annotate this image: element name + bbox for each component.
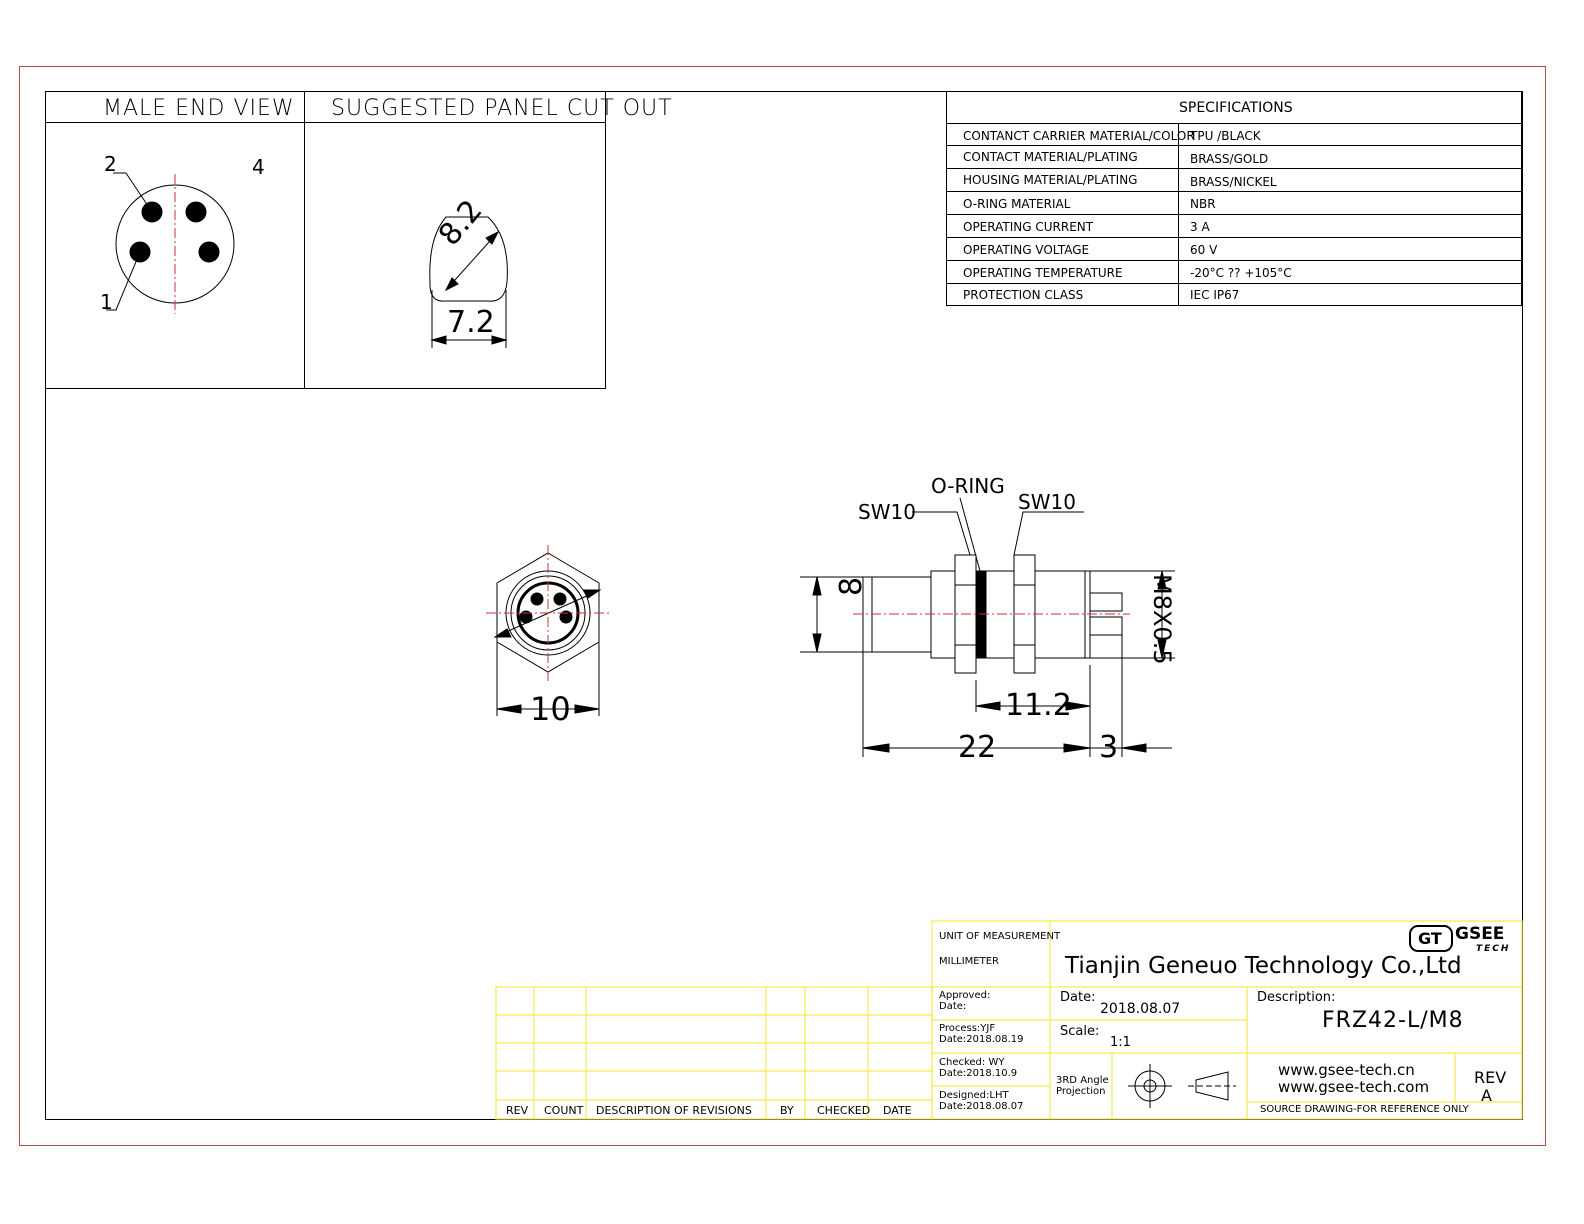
rev-header-rev: REV <box>506 1104 529 1117</box>
rev-header-by: BY <box>780 1104 794 1117</box>
drawing-outer-border <box>19 66 1546 1146</box>
title-block-grid <box>495 920 1523 1120</box>
logo-word: GSEE <box>1455 924 1505 944</box>
unit-of-measurement-value: MILLIMETER <box>939 956 999 967</box>
spec-row: CONTACT MATERIAL/PLATING BRASS/GOLD <box>947 145 1521 169</box>
description-value: FRZ42-L/M8 <box>1322 1008 1464 1033</box>
sw10-right-leader <box>1013 511 1084 556</box>
rev-header-checked: CHECKED <box>817 1104 871 1117</box>
date-value: 2018.08.07 <box>1100 1001 1181 1017</box>
rev-header-description: DESCRIPTION OF REVISIONS <box>596 1104 752 1117</box>
spec-row: OPERATING VOLTAGE 60 V <box>947 237 1521 261</box>
pin-label-4: 4 <box>252 155 265 179</box>
logo-badge-text: GT <box>1418 929 1442 948</box>
specifications-title: SPECIFICATIONS <box>1179 100 1293 116</box>
spec-row: CONTANCT CARRIER MATERIAL/COLOR TPU /BLA… <box>947 123 1521 146</box>
view-title-divider <box>45 91 606 123</box>
scale-value: 1:1 <box>1110 1035 1131 1050</box>
company-name: Tianjin Geneuo Technology Co.,Ltd <box>1065 953 1462 979</box>
spec-value: TPU /BLACK <box>1190 129 1261 143</box>
scale-label: Scale: <box>1060 1024 1100 1039</box>
description-label: Description: <box>1257 990 1336 1005</box>
pin-label-1: 1 <box>100 290 113 314</box>
sw10-left-leader <box>912 511 971 556</box>
specifications-table: SPECIFICATIONS CONTANCT CARRIER MATERIAL… <box>946 91 1522 306</box>
designed-date: Date:2018.08.07 <box>939 1101 1024 1112</box>
dim-22-label: 22 <box>958 730 997 765</box>
spec-label: HOUSING MATERIAL/PLATING <box>963 173 1138 187</box>
approved-date-label: Date: <box>939 1001 967 1012</box>
side-pin-upper <box>1089 592 1123 612</box>
side-rear-body <box>1034 570 1091 659</box>
side-pin-lower <box>1089 616 1123 636</box>
designed-label: Designed:LHT <box>939 1090 1009 1101</box>
projection-label-1: 3RD Angle <box>1056 1075 1109 1086</box>
rev-label: REV <box>1474 1068 1507 1087</box>
logo-sub: TECH <box>1476 944 1511 954</box>
spec-value: 60 V <box>1190 243 1218 257</box>
third-angle-projection-symbol <box>1128 1064 1236 1108</box>
pin-label-2: 2 <box>104 152 117 176</box>
top-rule <box>45 91 947 92</box>
pin-4-contact <box>185 201 207 223</box>
spec-row: O-RING MATERIAL NBR <box>947 191 1521 215</box>
spec-row: OPERATING CURRENT 3 A <box>947 214 1521 238</box>
hex-width-label: 10 <box>530 690 571 728</box>
o-ring-label: O-RING <box>931 474 1005 498</box>
spec-value: BRASS/GOLD <box>1190 152 1269 166</box>
spec-label: OPERATING TEMPERATURE <box>963 266 1123 280</box>
source-drawing-note: SOURCE DRAWING-FOR REFERENCE ONLY <box>1260 1104 1469 1115</box>
projection-label-2: Projection <box>1056 1086 1106 1097</box>
spec-value: BRASS/NICKEL <box>1190 175 1277 189</box>
dim-11-2-label: 11.2 <box>1005 688 1072 723</box>
spec-label: OPERATING CURRENT <box>963 220 1094 234</box>
approved-label: Approved: <box>939 990 991 1001</box>
process-date: Date:2018.08.19 <box>939 1034 1024 1045</box>
pin-1-leader <box>106 251 141 311</box>
spec-label: OPERATING VOLTAGE <box>963 243 1090 257</box>
spec-value: 3 A <box>1190 220 1210 234</box>
spec-label: O-RING MATERIAL <box>963 197 1071 211</box>
spec-row: HOUSING MATERIAL/PLATING BRASS/NICKEL <box>947 168 1521 192</box>
pin-2-leader <box>113 172 153 213</box>
spec-label: CONTACT MATERIAL/PLATING <box>963 150 1138 164</box>
date-label: Date: <box>1060 990 1096 1005</box>
spec-label: CONTANCT CARRIER MATERIAL/COLOR <box>963 129 1195 143</box>
rev-header-date: DATE <box>883 1104 912 1117</box>
sw10-left-label: SW10 <box>858 500 916 524</box>
spec-row: PROTECTION CLASS IEC IP67 <box>947 283 1521 306</box>
checked-label: Checked: WY <box>939 1057 1005 1068</box>
o-ring-leader <box>959 497 981 572</box>
website-url-com: www.gsee-tech.com <box>1278 1078 1430 1096</box>
spec-value: -20°C ?? +105°C <box>1190 266 1292 280</box>
rev-header-count: COUNT <box>544 1104 584 1117</box>
cutout-profile <box>429 216 508 302</box>
spec-value: NBR <box>1190 197 1216 211</box>
male-end-view-title: MALE END VIEW <box>103 96 295 121</box>
dim-thread-label: M8X0.5 <box>1148 574 1176 665</box>
rev-value: A <box>1481 1086 1492 1105</box>
panel-cut-out-title: SUGGESTED PANEL CUT OUT <box>331 96 673 121</box>
dim-diameter-8-label: 8 <box>834 576 869 596</box>
website-url-cn: www.gsee-tech.cn <box>1278 1061 1415 1079</box>
checked-date: Date:2018.10.9 <box>939 1068 1018 1079</box>
pin-3-contact <box>198 241 220 263</box>
sw10-right-label: SW10 <box>1018 490 1076 514</box>
unit-of-measurement-label: UNIT OF MEASUREMENT <box>939 931 1061 942</box>
process-label: Process:YJF <box>939 1023 996 1034</box>
spec-value: IEC IP67 <box>1190 288 1240 302</box>
spec-row: OPERATING TEMPERATURE -20°C ?? +105°C <box>947 260 1521 284</box>
cutout-flat-label: 7.2 <box>447 305 495 340</box>
spec-label: PROTECTION CLASS <box>963 288 1084 302</box>
dim-3-label: 3 <box>1099 730 1119 765</box>
gsee-logo-mark <box>1409 925 1453 952</box>
